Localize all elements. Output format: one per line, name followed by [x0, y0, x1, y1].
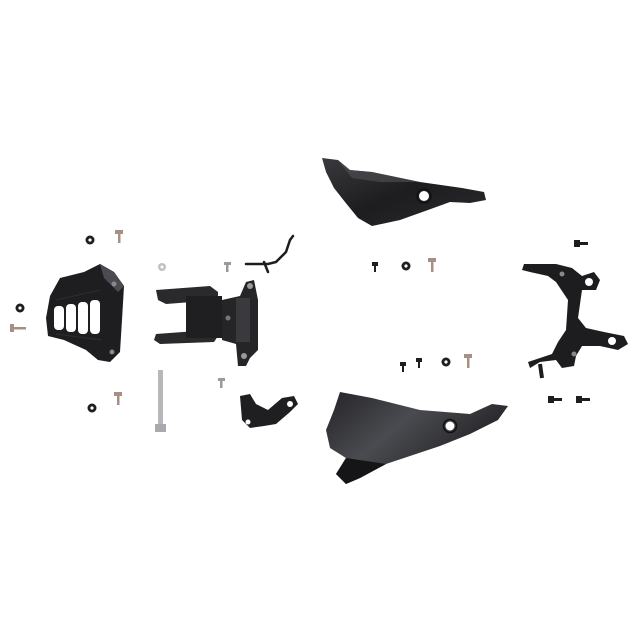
lower-side-cover-icon: [326, 392, 508, 484]
bolt-icon: [416, 358, 422, 368]
wire-clip-icon: [244, 234, 295, 274]
screw-icon: [224, 262, 231, 272]
right-mounting-bracket-icon: [522, 264, 628, 379]
long-bolt-icon: [155, 370, 166, 432]
screw-icon: [218, 378, 225, 388]
screw-icon: [114, 392, 122, 405]
bolt-icon: [548, 396, 562, 403]
screw-icon: [10, 324, 26, 332]
screw-icon: [115, 230, 123, 243]
center-bracket-assembly-icon: [154, 280, 258, 366]
front-grille-cover-icon: [46, 264, 124, 362]
bolt-icon: [574, 240, 588, 247]
screw-icon: [428, 258, 436, 272]
bolt-icon: [372, 262, 378, 272]
fasteners-group: [10, 230, 590, 413]
bolt-icon: [400, 362, 406, 372]
upper-side-cover-icon: [322, 158, 486, 226]
small-l-bracket-icon: [240, 394, 298, 428]
screw-icon: [464, 354, 472, 368]
bolt-icon: [576, 396, 590, 403]
